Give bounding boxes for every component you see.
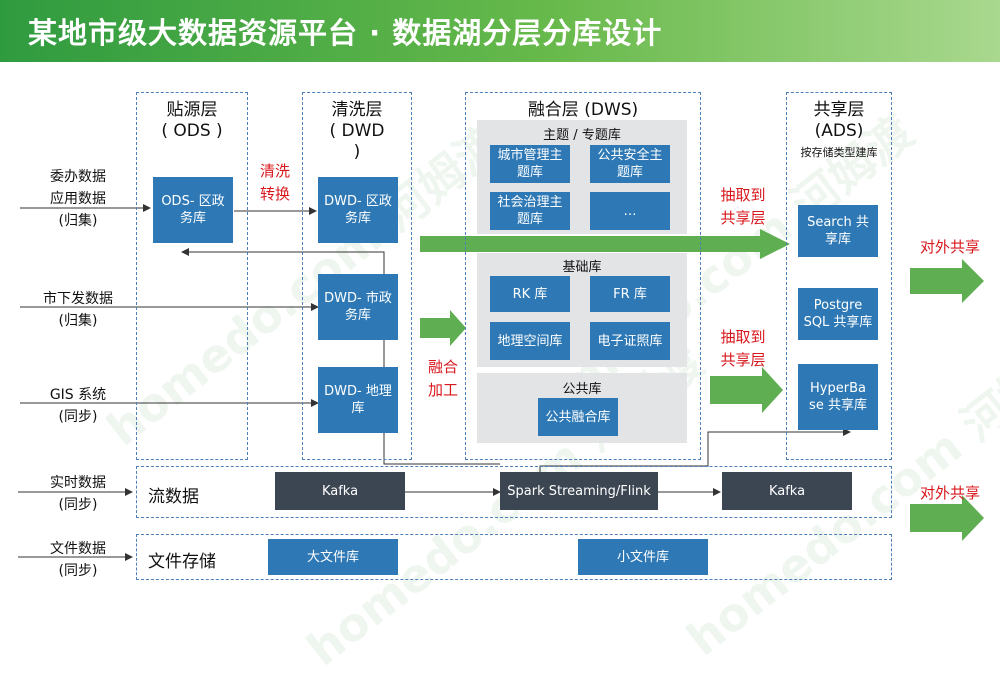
source-committee: 委办数据 应用数据 (归集) [50, 169, 106, 229]
small-file-db[interactable]: 小文件库 [578, 539, 708, 575]
green-arrow-dwd-ads [420, 229, 790, 259]
stream-lane [136, 466, 892, 518]
topic-public-security[interactable]: 公共安全主题库 [590, 145, 670, 183]
ods-layer [136, 92, 248, 460]
file-storage-label: 文件存储 [148, 552, 216, 572]
connector-stream-ods [181, 248, 500, 465]
dwd-layer [302, 92, 412, 460]
dwd-title: 清洗层 ( DWD ) [329, 100, 385, 162]
public-fusion-db[interactable]: 公共融合库 [538, 398, 618, 436]
green-arrow-share2 [910, 495, 984, 541]
topic-city-management[interactable]: 城市管理主题库 [490, 145, 570, 183]
stream-label: 流数据 [148, 487, 199, 507]
public-db-title: 公共库 [562, 382, 602, 397]
ods-title: 贴源层 ( ODS ) [161, 100, 223, 141]
ads-search-db[interactable]: Search 共享库 [798, 205, 878, 257]
green-arrow-share1 [910, 259, 984, 303]
connector-layer [18, 204, 984, 561]
label-share-2: 对外共享 [919, 484, 980, 502]
source-gis: GIS 系统 (同步) [49, 387, 107, 425]
source-file: 文件数据 (同步) [50, 541, 106, 579]
label-share-1: 对外共享 [919, 238, 980, 256]
topic-social-governance[interactable]: 社会治理主题库 [490, 192, 570, 230]
dwd-geo-db[interactable]: DWD- 地理库 [318, 367, 398, 433]
ods-district-db[interactable]: ODS- 区政务库 [153, 177, 233, 243]
title-bar: 某地市级大数据资源平台 · 数据湖分层分库设计 [0, 0, 1000, 62]
base-geo-spatial-db[interactable]: 地理空间库 [490, 322, 570, 360]
big-file-db[interactable]: 大文件库 [268, 539, 398, 575]
ads-note: 按存储类型建库 [800, 146, 878, 159]
label-extract-2: 抽取到 共享层 [720, 328, 766, 369]
ads-title: 共享层 (ADS) [813, 100, 865, 141]
label-clean-transform: 清洗 转换 [259, 162, 290, 203]
base-db-title: 基础库 [562, 260, 602, 275]
ads-hyperbase-db[interactable]: HyperBa se 共享库 [798, 364, 878, 430]
stream-spark-flink[interactable]: Spark Streaming/Flink [500, 472, 658, 510]
green-arrow-extract [710, 367, 783, 413]
topic-db-title: 主题 / 专题库 [543, 128, 621, 143]
dwd-district-db[interactable]: DWD- 区政务库 [318, 177, 398, 243]
dwd-city-db[interactable]: DWD- 市政务库 [318, 274, 398, 340]
ads-postgresql-db[interactable]: Postgre SQL 共享库 [798, 288, 878, 340]
source-realtime: 实时数据 (同步) [50, 475, 106, 513]
file-lane [136, 534, 892, 580]
topic-more[interactable]: … [590, 192, 670, 230]
source-city: 市下发数据 (归集) [43, 291, 113, 329]
label-fuse-process: 融合 加工 [427, 358, 458, 399]
base-e-license-db[interactable]: 电子证照库 [590, 322, 670, 360]
label-extract-1: 抽取到 共享层 [720, 186, 766, 227]
stream-kafka-in[interactable]: Kafka [275, 472, 405, 510]
dws-layer [465, 92, 701, 460]
page-title: 某地市级大数据资源平台 · 数据湖分层分库设计 [28, 16, 663, 50]
green-arrow-fuse [420, 310, 466, 346]
base-rk-db[interactable]: RK 库 [490, 276, 570, 312]
stream-kafka-out[interactable]: Kafka [722, 472, 852, 510]
base-fr-db[interactable]: FR 库 [590, 276, 670, 312]
ads-layer [786, 92, 892, 460]
dws-title: 融合层 (DWS) [527, 100, 639, 120]
